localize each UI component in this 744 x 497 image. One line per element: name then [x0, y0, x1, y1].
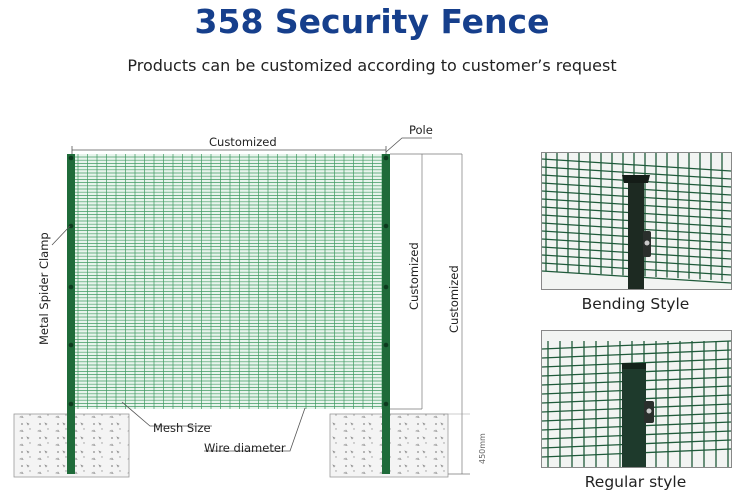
- page-subtitle: Products can be customized according to …: [127, 56, 617, 75]
- mesh-panel: [74, 154, 384, 409]
- mesh-size-label: Mesh Size: [153, 421, 211, 435]
- bending-style-image: [541, 152, 732, 290]
- inner-height-label: Customized: [407, 242, 421, 310]
- wire-diameter-label: Wire diameter: [204, 441, 286, 455]
- clamp-label: Metal Spider Clamp: [37, 232, 51, 345]
- outer-height-label: Customized: [447, 265, 461, 333]
- right-pole: [382, 154, 390, 474]
- regular-style-caption: Regular style: [584, 473, 687, 491]
- page-title: 358 Security Fence: [194, 2, 550, 41]
- left-pole: [67, 154, 75, 474]
- width-dimension-label: Customized: [209, 135, 277, 149]
- pole-label: Pole: [409, 123, 433, 137]
- underground-depth-label: 450mm: [478, 433, 487, 464]
- regular-style-image: [541, 330, 732, 468]
- bending-style-caption: Bending Style: [581, 295, 690, 313]
